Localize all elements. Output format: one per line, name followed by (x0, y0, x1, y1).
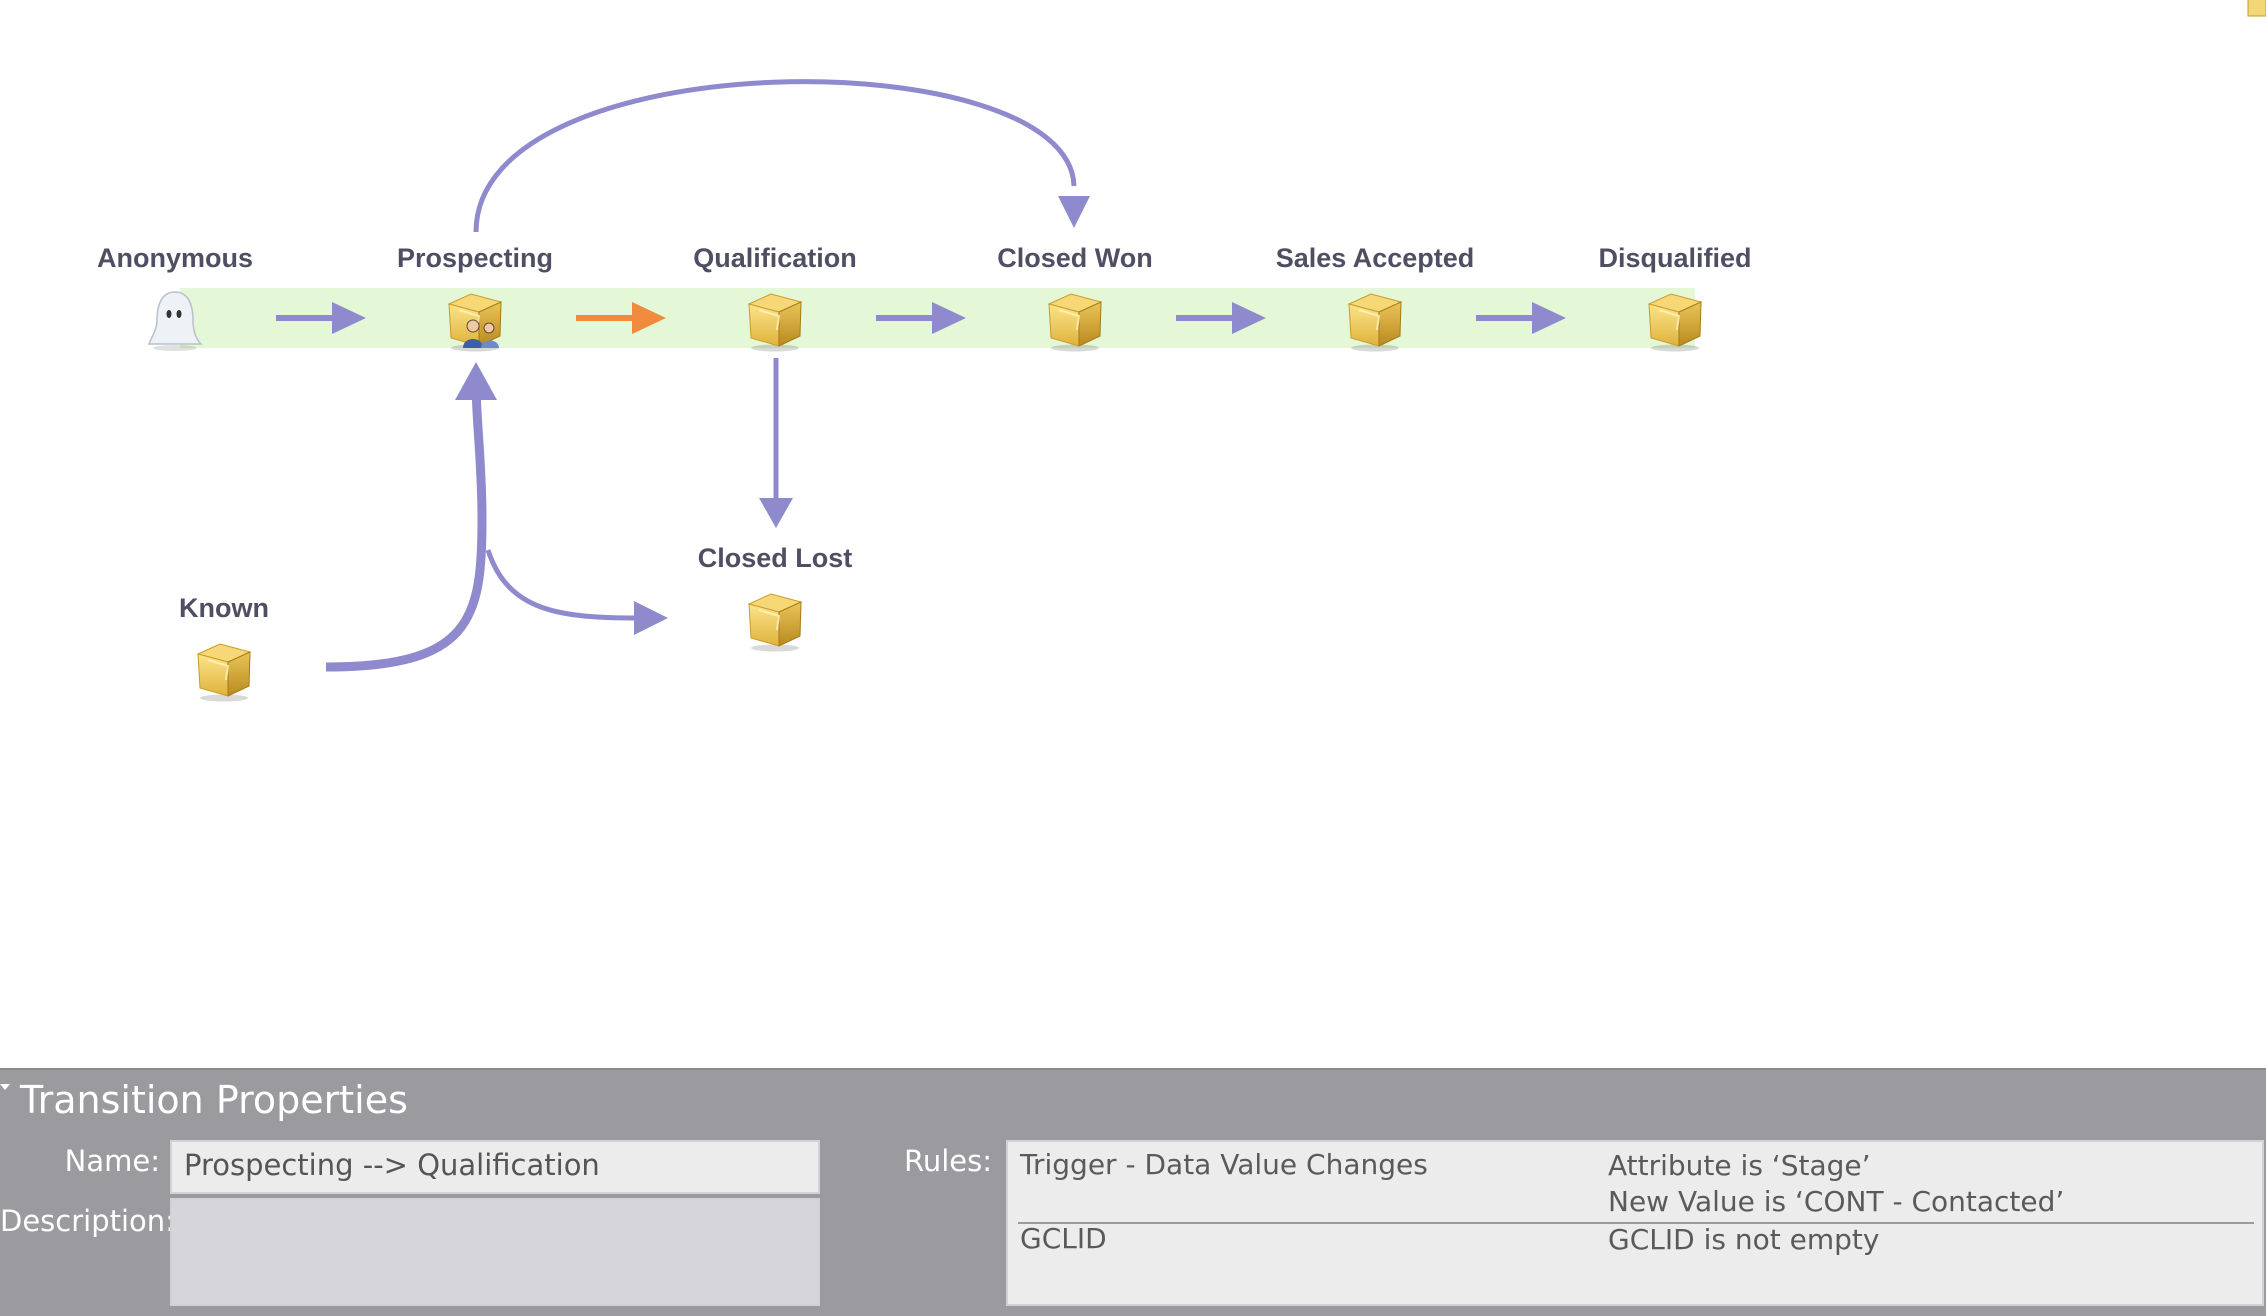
stage-disqualified[interactable]: Disqualified (1555, 242, 1795, 352)
ghost-icon (147, 291, 203, 351)
arrowhead-closed-lost-side (634, 601, 668, 635)
transition-qualification-closed-won[interactable] (874, 298, 966, 338)
stage-label: Closed Won (997, 243, 1153, 273)
stage-anonymous[interactable]: Anonymous (55, 242, 295, 352)
transition-connectors (325, 79, 1090, 672)
lifecycle-canvas: Anonymous Prospecting Qualification Clos… (55, 0, 2266, 1068)
rule-condition: New Value is ‘CONT - Contacted’ (1608, 1185, 2065, 1218)
stage-sales-accepted[interactable]: Sales Accepted (1255, 242, 1495, 352)
rule-conditions: GCLID is not empty (1608, 1222, 1879, 1258)
stage-label: Anonymous (96, 243, 253, 273)
stage-closed-lost[interactable]: Closed Lost (655, 542, 895, 652)
rule-condition: GCLID is not empty (1608, 1223, 1880, 1256)
transition-known-prospecting[interactable] (325, 381, 487, 672)
description-label: Description: (0, 1204, 175, 1238)
rule-name: Trigger - Data Value Changes (1020, 1148, 1428, 1181)
stage-label: Closed Lost (697, 543, 853, 573)
stage-qualification[interactable]: Qualification (655, 242, 895, 352)
box-with-people-icon (443, 286, 507, 352)
transition-closed-won-sales-accepted[interactable] (1174, 298, 1266, 338)
box-icon (1343, 286, 1407, 352)
stage-label: Sales Accepted (1275, 243, 1475, 273)
box-icon (743, 586, 807, 652)
panel-title: Transition Properties (20, 1078, 408, 1122)
box-icon (743, 286, 807, 352)
collapse-triangle-icon[interactable] (0, 1082, 12, 1096)
transition-known-closed-lost[interactable] (485, 549, 641, 621)
transition-prospecting-qualification[interactable] (574, 298, 666, 338)
arrowhead-prospecting (455, 362, 497, 400)
stage-closed-won[interactable]: Closed Won (955, 242, 1195, 352)
transition-sales-accepted-disqualified[interactable] (1474, 298, 1566, 338)
stage-label: Prospecting (396, 243, 554, 273)
rule-conditions: Attribute is ‘Stage’ New Value is ‘CONT … (1608, 1148, 2064, 1220)
transition-properties-panel: Transition Properties Name: Prospecting … (0, 1068, 2266, 1316)
rule-name: GCLID (1020, 1222, 1107, 1255)
box-icon (1643, 286, 1707, 352)
rules-label: Rules: (903, 1144, 992, 1178)
name-label: Name: (64, 1144, 160, 1178)
arrowhead-closed-won (1058, 196, 1090, 228)
stage-label: Disqualified (1598, 243, 1752, 273)
arrowhead-closed-lost (759, 498, 793, 528)
stage-known[interactable]: Known (104, 592, 344, 702)
box-icon (1043, 286, 1107, 352)
name-field[interactable]: Prospecting --> Qualification (170, 1140, 820, 1194)
transition-anonymous-prospecting[interactable] (274, 298, 366, 338)
rule-condition: Attribute is ‘Stage’ (1608, 1149, 1871, 1182)
stage-label: Qualification (693, 243, 857, 273)
transition-prospecting-closed-won[interactable] (473, 79, 1077, 233)
stage-label: Known (179, 593, 269, 623)
description-field[interactable] (170, 1198, 820, 1306)
rule-divider (1018, 1222, 2254, 1224)
box-icon[interactable] (2238, 0, 2266, 20)
box-icon (192, 636, 256, 702)
stage-prospecting[interactable]: Prospecting (355, 242, 595, 352)
rules-list[interactable]: Trigger - Data Value Changes Attribute i… (1006, 1140, 2264, 1306)
